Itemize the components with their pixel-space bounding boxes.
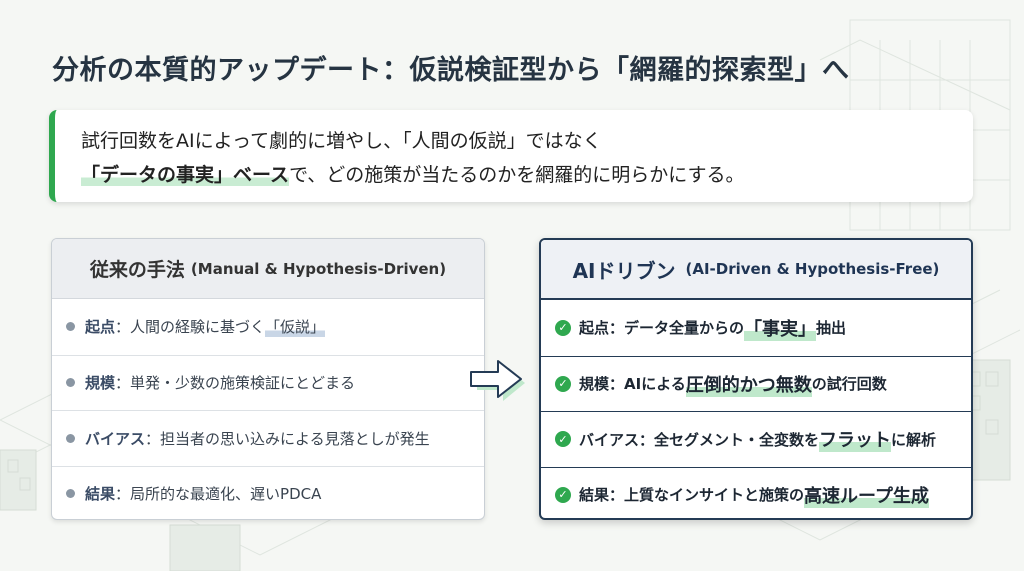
row-post: に解析 <box>891 430 937 449</box>
row-sep: ： <box>115 374 131 393</box>
traditional-list: 起点：人間の経験に基づく「仮説」 規模：単発・少数の施策検証にとどまる バイアス… <box>52 299 484 520</box>
row-highlight: 「事実」 <box>744 314 817 341</box>
traditional-row-bias: バイアス：担当者の思い込みによる見落としが発生 <box>52 410 484 466</box>
traditional-row-result: 結果：局所的な最適化、遅いPDCA <box>52 465 484 520</box>
ai-row-result: ✓ 結果：上質なインサイトと施策の高速ループ生成 <box>541 466 971 519</box>
ai-panel-subtitle: (AI-Driven & Hypothesis-Free) <box>685 260 940 278</box>
row-key: 規模 <box>85 374 116 393</box>
dot-icon <box>66 489 75 499</box>
row-highlight: フラット <box>819 426 892 453</box>
traditional-panel-header: 従来の手法 (Manual & Hypothesis-Driven) <box>52 239 484 299</box>
ai-panel-header: AIドリブン (AI-Driven & Hypothesis-Free) <box>541 240 971 300</box>
row-highlight: 圧倒的かつ無数 <box>685 370 812 397</box>
traditional-panel-title: 従来の手法 <box>89 259 185 281</box>
check-circle-icon: ✓ <box>555 431 571 448</box>
ai-driven-panel: AIドリブン (AI-Driven & Hypothesis-Free) ✓ 起… <box>539 238 973 520</box>
traditional-panel-subtitle: (Manual & Hypothesis-Driven) <box>190 259 447 278</box>
row-text: 担当者の思い込みによる見落としが発生 <box>160 429 430 448</box>
dot-icon <box>66 433 75 443</box>
row-text: 局所的な最適化、遅いPDCA <box>130 485 322 504</box>
traditional-method-panel: 従来の手法 (Manual & Hypothesis-Driven) 起点：人間… <box>51 238 485 520</box>
check-circle-icon: ✓ <box>555 319 571 336</box>
traditional-row-origin: 起点：人間の経験に基づく「仮説」 <box>52 299 484 355</box>
ai-list: ✓ 起点：データ全量からの「事実」抽出 ✓ 規模：AIによる圧倒的かつ無数の試行… <box>541 300 971 519</box>
callout-emphasis: 「データの事実」ベース <box>81 164 290 186</box>
arrow-right-icon <box>470 360 525 401</box>
row-highlight: 「仮説」 <box>265 316 326 338</box>
row-sep: ： <box>145 429 161 448</box>
traditional-row-scale: 規模：単発・少数の施策検証にとどまる <box>52 354 484 411</box>
check-circle-icon: ✓ <box>555 486 571 503</box>
callout-line-1: 試行回数をAIによって劇的に増やし、「人間の仮説」ではなく <box>81 130 602 152</box>
dot-icon <box>66 322 75 332</box>
dot-icon <box>66 378 75 388</box>
row-pre: 結果：上質なインサイトと施策の <box>579 486 805 505</box>
row-text: 人間の経験に基づく <box>130 318 266 337</box>
row-post: 抽出 <box>816 319 847 338</box>
row-key: 結果 <box>85 485 116 504</box>
ai-panel-title: AIドリブン <box>572 258 676 283</box>
callout-line-2-rest: で、どの施策が当たるのかを網羅的に明らかにする。 <box>289 164 745 186</box>
row-sep: ： <box>115 485 131 504</box>
row-pre: 起点：データ全量からの <box>579 319 745 338</box>
row-pre: 規模：AIによる <box>579 375 686 394</box>
row-key: 起点 <box>85 318 116 337</box>
row-post: の試行回数 <box>811 375 887 394</box>
callout-line-2: 「データの事実」ベースで、どの施策が当たるのかを網羅的に明らかにする。 <box>81 158 973 192</box>
check-circle-icon: ✓ <box>555 375 571 392</box>
row-key: バイアス <box>85 429 146 448</box>
row-sep: ： <box>115 318 131 337</box>
summary-callout: 試行回数をAIによって劇的に増やし、「人間の仮説」ではなく 「データの事実」ベー… <box>49 110 973 202</box>
ai-row-scale: ✓ 規模：AIによる圧倒的かつ無数の試行回数 <box>541 355 971 412</box>
page-title: 分析の本質的アップデート：仮説検証型から「網羅的探索型」へ <box>52 55 850 86</box>
row-pre: バイアス：全セグメント・全変数を <box>579 430 820 449</box>
row-highlight: 高速ループ生成 <box>804 481 929 508</box>
ai-row-bias: ✓ バイアス：全セグメント・全変数をフラットに解析 <box>541 411 971 467</box>
row-text: 単発・少数の施策検証にとどまる <box>130 374 356 393</box>
ai-row-origin: ✓ 起点：データ全量からの「事実」抽出 <box>541 300 971 356</box>
